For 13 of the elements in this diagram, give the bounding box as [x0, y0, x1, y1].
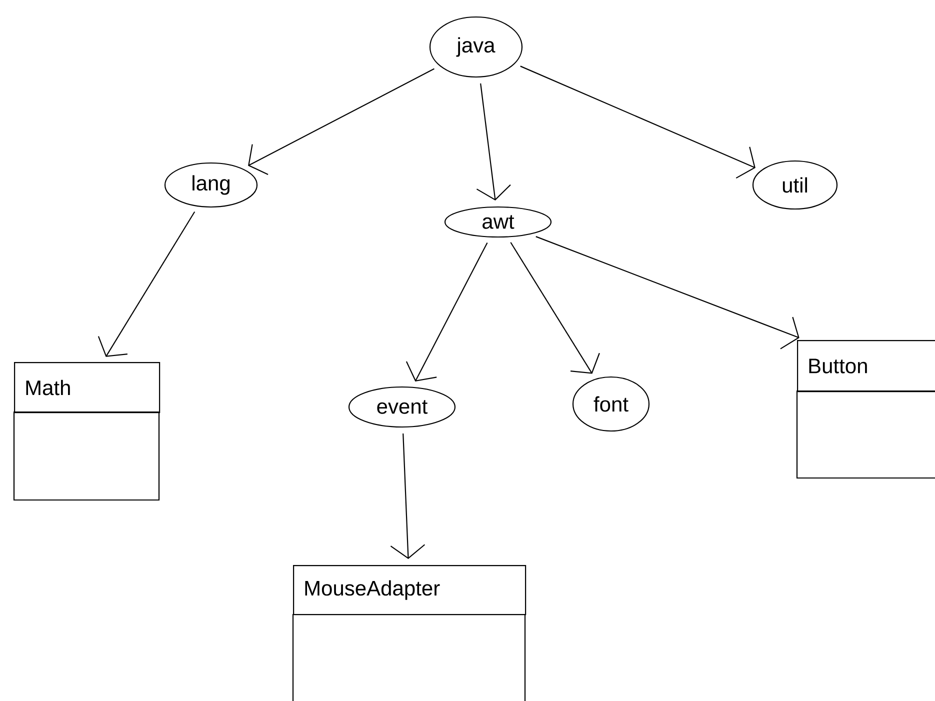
arrow — [510, 242, 600, 374]
arrow — [520, 66, 756, 179]
node-label: Math — [26, 380, 70, 396]
arrow — [536, 236, 800, 350]
class-box: MouseAdapter — [292, 565, 526, 701]
arrow — [406, 242, 488, 382]
arrow — [248, 68, 434, 175]
class-box: Math — [13, 362, 160, 501]
class-box: Button — [796, 340, 935, 479]
node-label: Button — [809, 358, 867, 374]
arrow — [98, 211, 196, 357]
arrow — [476, 83, 511, 200]
arrow — [390, 434, 426, 559]
